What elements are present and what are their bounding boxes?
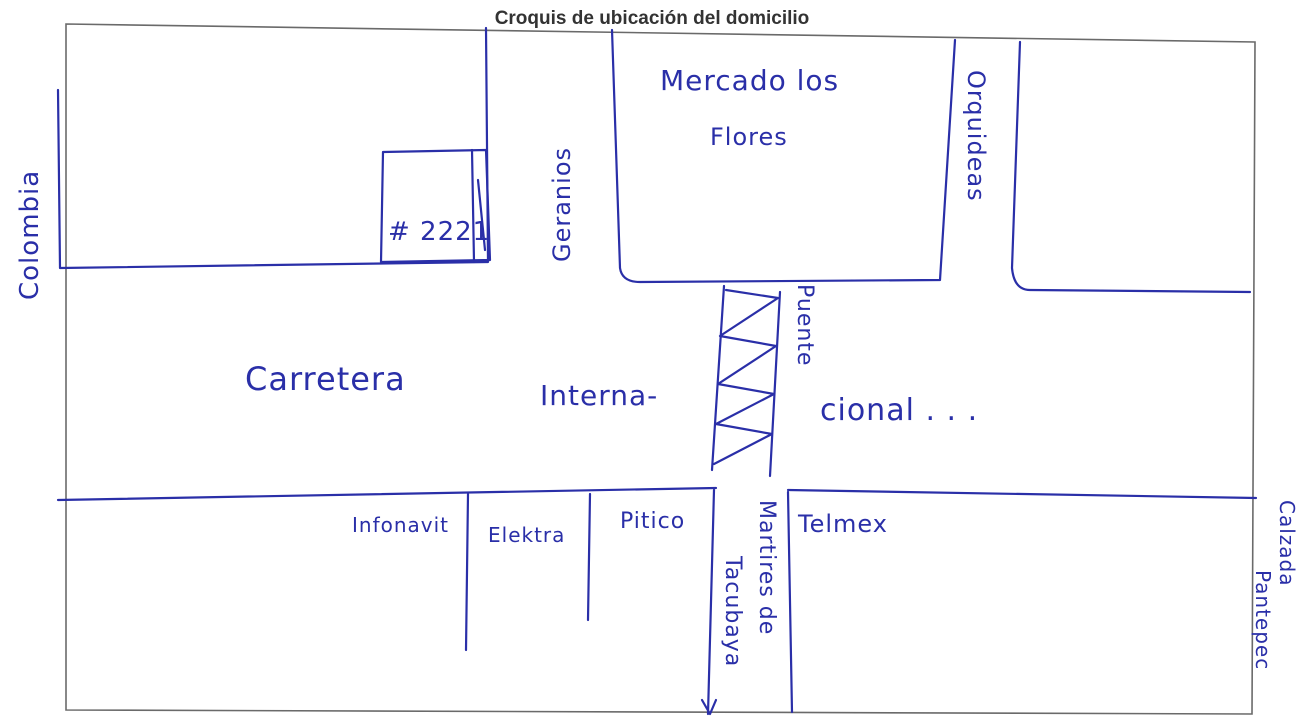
road-label-part3: cional . . . (820, 393, 978, 428)
bridge-rails (710, 284, 782, 478)
map-frame (65, 23, 1256, 715)
road-label-part1: Carretera (245, 360, 406, 398)
block-house (56, 26, 490, 270)
street-calzada-label-line2: Pantepec (1251, 570, 1275, 670)
street-tacubaya-label: Tacubaya (720, 555, 745, 667)
shop-telmex-label: Telmex (797, 510, 888, 538)
shop-divider-2 (586, 492, 592, 622)
road-label-part2: Interna- (540, 379, 658, 412)
page-title: Croquis de ubicación del domicilio (495, 8, 810, 29)
street-martires-right-edge (786, 490, 794, 714)
street-calzada-label-line1: Calzada (1275, 500, 1299, 586)
street-geranios-label: Geranios (548, 147, 576, 262)
zigzag-bridge-icon (712, 288, 780, 466)
market-name-line2: Flores (710, 123, 788, 151)
shop-elektra-label: Elektra (488, 523, 565, 547)
arrow-down-icon (700, 698, 718, 716)
block-top-right (1010, 40, 1252, 294)
street-orquideas-label: Orquideas (962, 70, 990, 202)
bridge-label: Puente (792, 284, 817, 366)
street-martires-label: Martires de (754, 500, 779, 635)
street-colombia-label: Colombia (15, 170, 45, 300)
shop-divider-1 (464, 492, 470, 652)
house-number-label: # 2221 (388, 217, 490, 247)
road-bottom-edge (56, 486, 1258, 502)
house-lot-scribble (476, 178, 487, 252)
market-name-line1: Mercado los (660, 64, 839, 97)
house-lot (379, 148, 492, 264)
house-lot-divider (470, 148, 476, 264)
shop-pitico-label: Pitico (620, 509, 685, 534)
block-market (610, 28, 957, 284)
street-martires-left-edge (706, 488, 716, 716)
shop-infonavit-label: Infonavit (352, 513, 449, 537)
label-market: Mercado los Flores (660, 64, 839, 151)
